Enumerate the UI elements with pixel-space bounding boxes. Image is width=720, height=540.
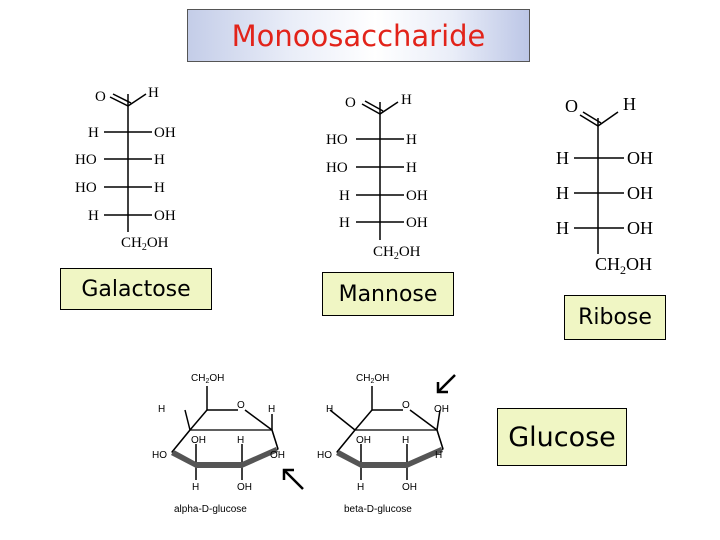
atom-label: OH [406,215,428,231]
galactose-text: Galactose [81,276,191,302]
atom-label: H [357,482,364,493]
ch2oh-label: CH2OH [356,373,389,385]
atom-label: H [88,208,99,224]
ch2oh-label: CH2OH [595,254,652,277]
atom-label: H [406,160,417,176]
glucose-text: Glucose [508,421,616,453]
atom-label: HO [326,132,348,148]
atom-label: H [339,215,350,231]
atom-label: H [148,85,159,101]
atom-label: H [556,218,569,238]
galactose-structure [104,93,152,232]
ribose-structure [574,111,624,254]
atom-label: OH [627,183,653,203]
atom-label: HO [152,450,167,461]
atom-label: H [406,132,417,148]
atom-label: OH [406,188,428,204]
ribose-label: Ribose [564,295,666,340]
atom-label: OH [356,435,371,446]
atom-label: OH [627,148,653,168]
glucose-label: Glucose [497,408,627,466]
atom-label: H [268,404,275,415]
ch2oh-label: CH2OH [191,373,224,385]
atom-label: O [565,96,578,116]
atom-label: O [402,400,410,411]
atom-label: H [237,435,244,446]
atom-label: OH [434,404,449,415]
arrow-up-left-icon [282,468,304,490]
mannose-text: Mannose [338,281,438,307]
alpha-ring-front-edge [171,447,278,468]
atom-label: OH [191,435,206,446]
ch2oh-label: CH2OH [121,235,169,253]
atom-label: HO [75,180,97,196]
atom-label: H [192,482,199,493]
atom-label: O [237,400,245,411]
atom-label: H [154,180,165,196]
atom-label: H [326,404,333,415]
arrow-down-left-icon [436,374,456,394]
atom-label: H [623,94,636,114]
galactose-label: Galactose [60,268,212,310]
atom-label: H [339,188,350,204]
atom-label: H [154,152,165,168]
atom-label: OH [270,450,285,461]
ch2oh-label: CH2OH [373,244,421,262]
beta-ring-front-edge [336,447,443,468]
alpha-glucose-ring [171,386,279,480]
atom-label: O [345,95,356,111]
atom-label: O [95,89,106,105]
atom-label: OH [402,482,417,493]
atom-label: HO [317,450,332,461]
atom-label: HO [75,152,97,168]
ribose-text: Ribose [578,305,652,330]
atom-label: H [435,450,442,461]
mannose-structure [356,100,404,240]
atom-label: OH [154,125,176,141]
atom-label: H [556,183,569,203]
beta-caption: beta-D-glucose [344,504,412,515]
atom-label: H [158,404,165,415]
alpha-caption: alpha-D-glucose [174,504,247,515]
atom-label: OH [154,208,176,224]
atom-label: H [556,148,569,168]
atom-label: OH [627,218,653,238]
atom-label: H [88,125,99,141]
title-text: Monoosaccharide [231,18,486,53]
atom-label: H [402,435,409,446]
atom-label: HO [326,160,348,176]
atom-label: H [401,92,412,108]
mannose-label: Mannose [322,272,454,316]
atom-label: OH [237,482,252,493]
page-title: Monoosaccharide [187,9,530,62]
